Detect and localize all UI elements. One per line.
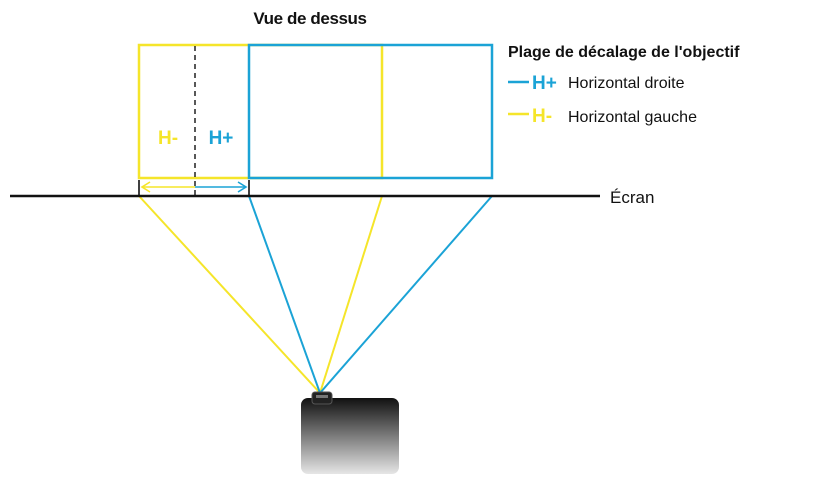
h-plus-arrow: [195, 181, 248, 193]
diagram-title: Vue de dessus: [253, 9, 366, 28]
h-minus-arrow: [140, 181, 195, 193]
h-plus-image-rect: [247, 43, 494, 180]
legend-symbol-h-minus: H-: [532, 106, 552, 127]
screen-label: Écran: [610, 188, 654, 207]
legend-item-h-plus: H+ Horizontal droite: [508, 73, 685, 94]
legend-label-h-minus: Horizontal gauche: [568, 109, 697, 126]
blue-projection-rays: [248, 195, 493, 394]
zone-label-h-minus: H-: [158, 128, 178, 149]
legend-symbol-h-plus: H+: [532, 73, 557, 94]
projector-body: [301, 398, 399, 474]
lens-highlight: [316, 395, 328, 398]
yellow-projection-rays: [138, 195, 383, 394]
shift-range-bracket: [138, 180, 250, 196]
h-minus-image-rect: [137, 43, 384, 180]
legend-title: Plage de décalage de l'objectif: [508, 44, 740, 61]
zone-label-h-plus: H+: [209, 128, 234, 149]
legend-label-h-plus: Horizontal droite: [568, 75, 685, 92]
projector-icon: [301, 391, 399, 474]
legend-item-h-minus: H- Horizontal gauche: [508, 106, 697, 127]
